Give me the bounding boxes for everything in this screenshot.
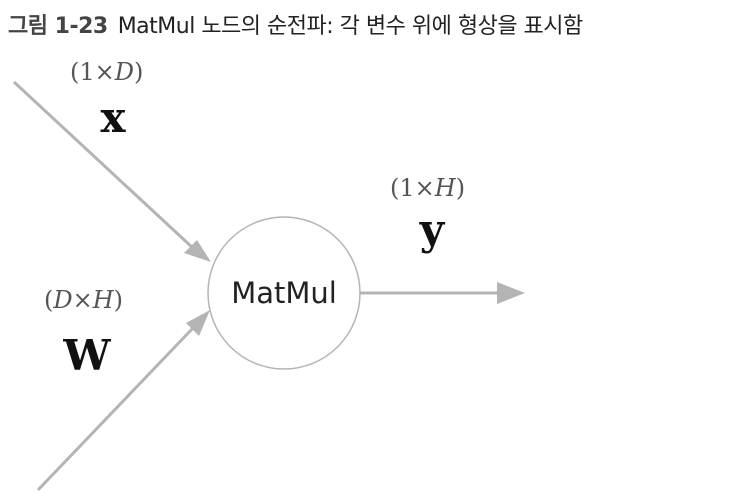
input-arrow-x-head — [184, 240, 211, 262]
input-x-variable: x — [100, 93, 126, 142]
figure-number: 그림 1-23 — [8, 14, 108, 39]
input-arrow-w — [36, 326, 195, 492]
matmul-node-label: MatMul — [231, 276, 337, 310]
matmul-node — [207, 216, 361, 370]
input-arrow-x — [12, 80, 196, 251]
figure-caption: 그림 1-23 MatMul 노드의 순전파: 각 변수 위에 형상을 표시함 — [8, 8, 583, 40]
input-w-variable: W — [62, 331, 111, 380]
input-arrow-w-head — [186, 310, 210, 336]
figure-caption-text: MatMul 노드의 순전파: 각 변수 위에 형상을 표시함 — [117, 14, 584, 39]
input-x-shape: (1×D) — [70, 58, 143, 86]
output-arrow-y-head — [497, 282, 525, 304]
output-y-variable: y — [419, 205, 446, 254]
output-y-shape: (1×H) — [390, 174, 465, 202]
input-w-shape: (D×H) — [44, 286, 123, 314]
